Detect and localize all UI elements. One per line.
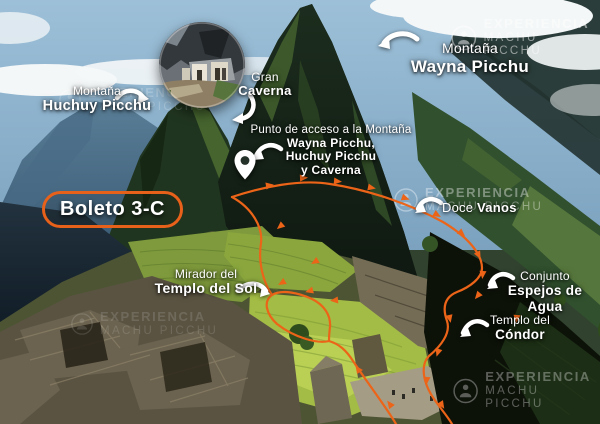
watermark: EXPERIENCIA MACHU PICCHU bbox=[70, 309, 219, 338]
curved-arrow-icon bbox=[487, 272, 516, 289]
boleto-3c-badge-label: Boleto 3-C bbox=[60, 198, 165, 220]
watermark-line2: MACHU PICCHU bbox=[483, 31, 543, 58]
label-line: Templo del bbox=[489, 313, 551, 327]
experiencia-logo-icon bbox=[59, 89, 81, 111]
boleto-3c-badge: Boleto 3-C bbox=[42, 191, 183, 228]
label-line-bold: Huchuy Picchu bbox=[42, 98, 152, 115]
label-punto-de-acceso: Punto de acceso a la Montaña Wayna Picch… bbox=[243, 124, 419, 177]
label-line-bold: Templo del Sol bbox=[154, 280, 258, 297]
watermark-line1: EXPERIENCIA bbox=[100, 309, 206, 324]
curved-arrow-icon bbox=[460, 319, 490, 337]
label-line: Montaña bbox=[442, 40, 498, 56]
curved-arrow-icon bbox=[232, 92, 256, 124]
label-line-bold: y Caverna bbox=[300, 162, 362, 177]
curved-arrow-icon bbox=[378, 31, 420, 49]
watermark-line2: MACHU PICCHU bbox=[100, 324, 219, 337]
watermark-line2: MACHU PICCHU bbox=[485, 384, 544, 411]
watermark-line1: EXPERIENCIA bbox=[483, 16, 590, 31]
label-conjunto-espejos-de-agua: Conjunto Espejos de Agua bbox=[494, 269, 596, 314]
label-line-bold: Caverna bbox=[238, 83, 292, 99]
gran-caverna-inset-photo bbox=[159, 22, 245, 108]
label-line: Montaña bbox=[72, 84, 122, 98]
curved-arrow-icon bbox=[114, 88, 149, 104]
label-line: Conjunto bbox=[520, 269, 570, 283]
map-pin-icon bbox=[234, 150, 256, 180]
label-line-bold: Vanos bbox=[476, 200, 517, 215]
watermark: EXPERIENCIA MACHU PICCHU bbox=[450, 16, 600, 58]
curved-arrow-icon bbox=[235, 281, 270, 297]
curved-arrow-icon bbox=[253, 142, 284, 160]
label-doce-vanos: Doce Vanos bbox=[442, 200, 517, 216]
watermark: EXPERIENCIA MACHU PICCHU bbox=[452, 369, 600, 411]
label-line: Punto de acceso a la Montaña bbox=[250, 124, 412, 136]
curved-arrow-icon bbox=[415, 196, 444, 213]
experiencia-logo-icon bbox=[451, 25, 477, 51]
label-line-bold: Wayna Picchu bbox=[410, 56, 530, 76]
label-line-bold: Espejos de Agua bbox=[507, 283, 583, 314]
label-line-bold: Wayna Picchu, bbox=[286, 135, 376, 150]
watermark-line1: EXPERIENCIA bbox=[485, 369, 591, 384]
label-mirador-templo-del-sol: Mirador del Templo del Sol bbox=[146, 267, 266, 297]
label-montana-huchuy-picchu: Montaña Huchuy Picchu bbox=[22, 84, 172, 115]
label-line: Doce bbox=[442, 200, 474, 215]
experiencia-logo-icon bbox=[453, 378, 478, 403]
watermark-line2: MACHU PICCHU bbox=[88, 100, 207, 113]
label-montana-wayna-picchu: Montaña Wayna Picchu bbox=[400, 40, 540, 76]
label-line: Mirador del bbox=[174, 267, 238, 281]
right-mountains bbox=[412, 92, 600, 330]
far-mountains bbox=[400, 0, 600, 175]
label-templo-del-condor: Templo del Cóndor bbox=[468, 313, 572, 343]
valley-shadow bbox=[0, 202, 132, 332]
label-gran-caverna: Gran Caverna bbox=[233, 70, 297, 99]
label-line-bold: Cóndor bbox=[495, 327, 545, 343]
label-line: Gran bbox=[251, 70, 279, 84]
experiencia-logo-icon bbox=[71, 313, 93, 335]
label-line-bold: Huchuy Picchu bbox=[285, 149, 377, 164]
